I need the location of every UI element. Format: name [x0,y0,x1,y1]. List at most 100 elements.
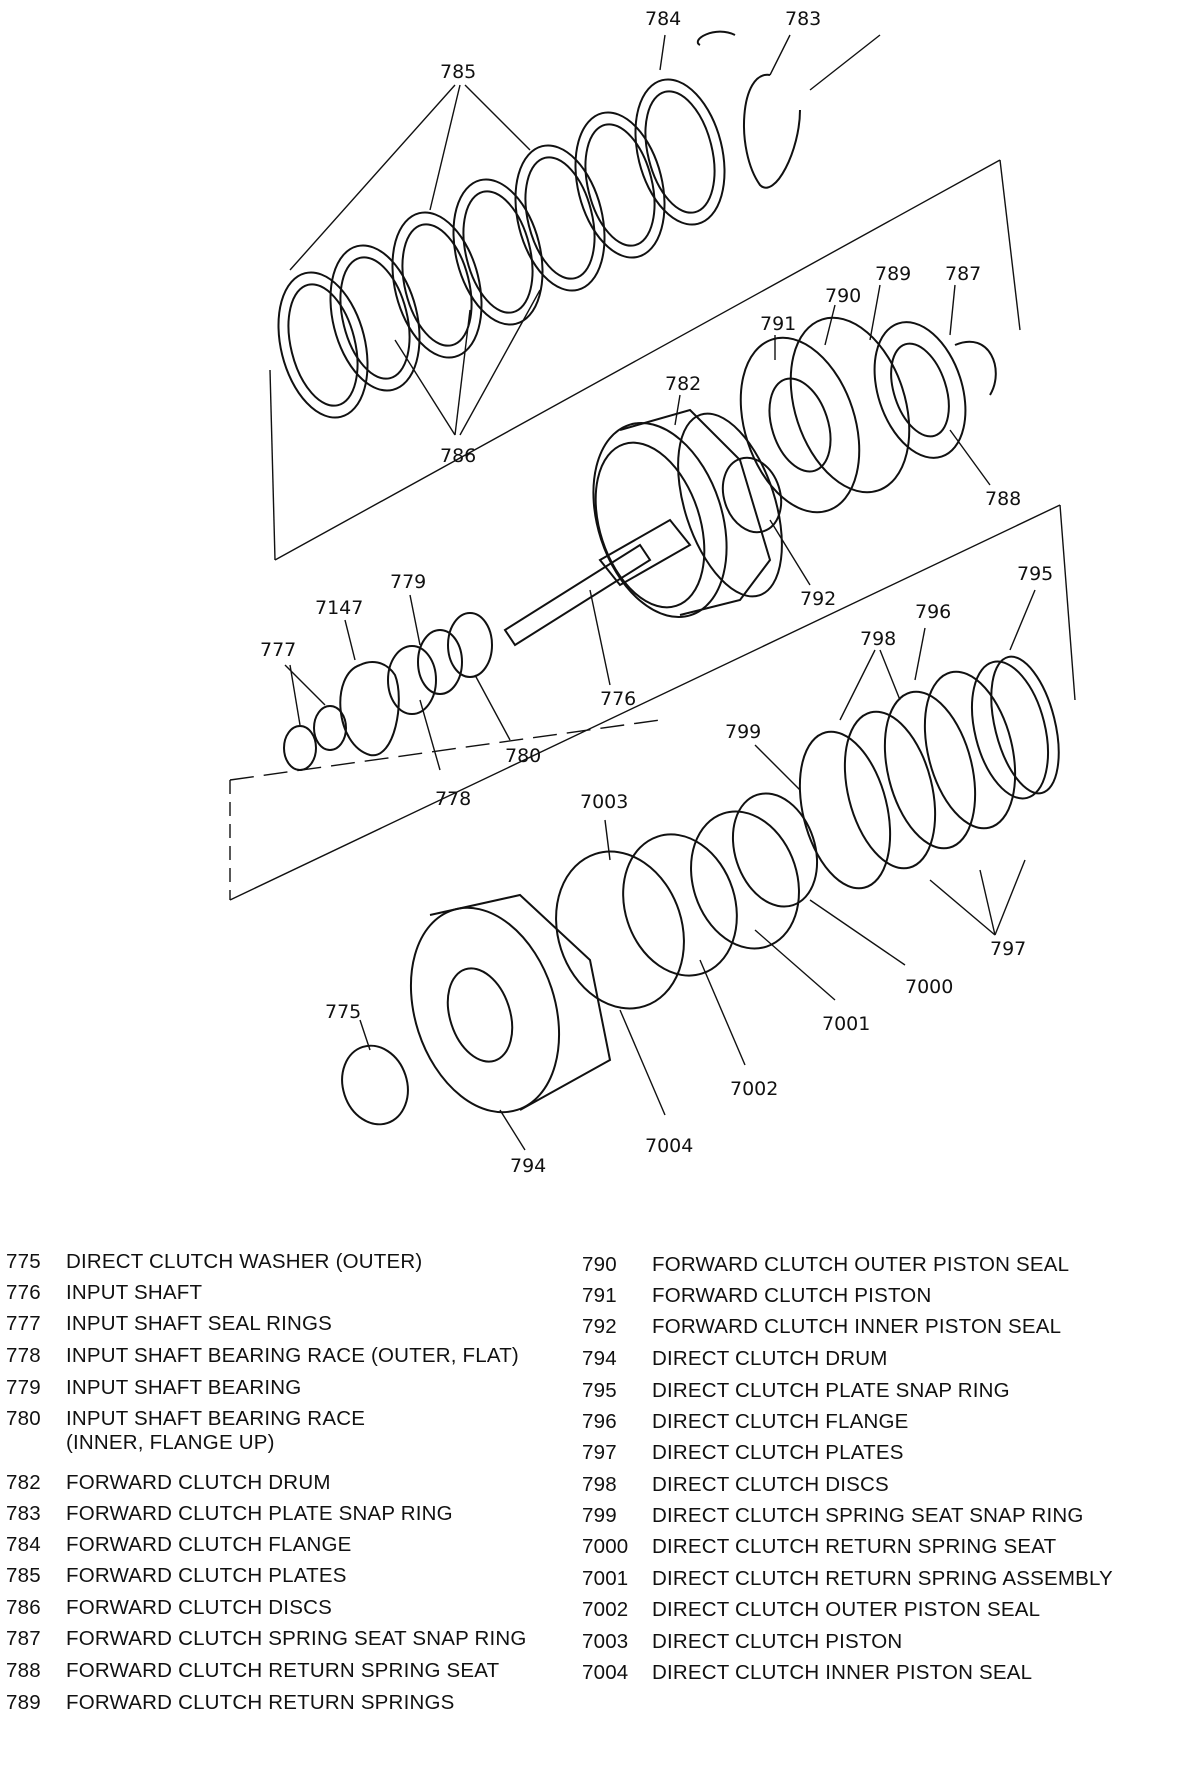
legend-part-number: 799 [582,1504,617,1527]
callout-779: 779 [390,571,426,593]
callout-789: 789 [875,263,911,285]
input-shaft [503,518,692,647]
callout-7001: 7001 [822,1013,870,1035]
callout-795: 795 [1017,563,1053,585]
legend-part-description: DIRECT CLUTCH PLATES [652,1441,904,1464]
exploded-view-diagram: 784 783 785 786 789 787 790 791 782 788 … [229,8,1076,1177]
legend-part-number: 7004 [582,1661,629,1684]
legend-part-description: DIRECT CLUTCH RETURN SPRING SEAT [652,1535,1057,1558]
legend-part-description: INPUT SHAFT BEARING RACE (OUTER, FLAT) [66,1344,519,1367]
direct-clutch-drum [341,893,612,1126]
callout-791: 791 [760,313,796,335]
legend-part-number: 782 [6,1471,41,1494]
legend-part-number: 780 [6,1407,41,1430]
legend-part-description: FORWARD CLUTCH DISCS [66,1596,332,1619]
legend-part-number: 7000 [582,1535,629,1558]
callout-790: 790 [825,285,861,307]
legend-part-number: 778 [6,1344,41,1367]
callout-7004: 7004 [645,1135,693,1157]
legend-part-description: FORWARD CLUTCH RETURN SPRING SEAT [66,1659,500,1682]
legend-part-number: 7001 [582,1567,629,1590]
callout-783: 783 [785,8,821,30]
legend-part-description: FORWARD CLUTCH DRUM [66,1471,331,1494]
callout-784: 784 [645,8,681,30]
legend-part-description: DIRECT CLUTCH PLATE SNAP RING [652,1379,1010,1402]
legend-part-description: INPUT SHAFT [66,1281,203,1304]
legend-part-description: DIRECT CLUTCH FLANGE [652,1410,909,1433]
legend-part-number: 777 [6,1312,41,1335]
callout-797: 797 [990,938,1026,960]
callout-776: 776 [600,688,636,710]
legend-part-description: DIRECT CLUTCH DISCS [652,1473,889,1496]
legend-part-number: 797 [582,1441,617,1464]
forward-clutch-drum [592,408,783,619]
direct-clutch-piston-and-seals [555,792,819,1010]
legend-part-description: FORWARD CLUTCH SPRING SEAT SNAP RING [66,1627,527,1650]
callout-775: 775 [325,1001,361,1023]
callout-799: 799 [725,721,761,743]
legend-part-number: 788 [6,1659,41,1682]
legend-part-number: 784 [6,1533,41,1556]
callout-787: 787 [945,263,981,285]
callout-7000: 7000 [905,976,953,998]
legend-part-description: DIRECT CLUTCH PISTON [652,1630,903,1653]
legend-part-description: FORWARD CLUTCH RETURN SPRINGS [66,1691,455,1714]
callout-788: 788 [985,488,1021,510]
legend-part-description: FORWARD CLUTCH OUTER PISTON SEAL [652,1253,1070,1276]
callout-7147: 7147 [315,597,363,619]
callout-792: 792 [800,588,836,610]
callout-777: 777 [260,639,296,661]
callout-785: 785 [440,61,476,83]
assembly-outline-lines [229,34,1076,901]
leader-lines [284,34,1036,1151]
legend-part-number: 792 [582,1315,617,1338]
callout-labels: 784 783 785 786 789 787 790 791 782 788 … [260,8,1053,1177]
legend-part-number: 798 [582,1473,617,1496]
legend-part-number: 790 [582,1253,617,1276]
callout-780: 780 [505,745,541,767]
legend-part-description: FORWARD CLUTCH PISTON [652,1284,932,1307]
legend-part-description: DIRECT CLUTCH SPRING SEAT SNAP RING [652,1504,1084,1527]
callout-7003: 7003 [580,791,628,813]
legend-part-number: 783 [6,1502,41,1525]
callout-786: 786 [440,445,476,467]
legend-part-description: FORWARD CLUTCH FLANGE [66,1533,352,1556]
legend-part-description: INPUT SHAFT BEARING RACE (INNER, FLANGE … [66,1407,366,1454]
legend-part-number: 794 [582,1347,617,1370]
legend-part-number: 796 [582,1410,617,1433]
callout-794: 794 [510,1155,546,1177]
legend-part-description: DIRECT CLUTCH DRUM [652,1347,888,1370]
legend-part-number: 795 [582,1379,617,1402]
legend-part-description: DIRECT CLUTCH WASHER (OUTER) [66,1250,423,1273]
forward-clutch-piston-assembly [721,316,997,534]
forward-clutch-plate-snap-ring [696,30,801,189]
legend-part-number: 775 [6,1250,41,1273]
legend-part-description: DIRECT CLUTCH OUTER PISTON SEAL [652,1598,1041,1621]
direct-clutch-plates-stack [798,655,1060,890]
legend-part-description: DIRECT CLUTCH INNER PISTON SEAL [652,1661,1033,1684]
legend-part-number: 779 [6,1376,41,1399]
legend-part-number: 776 [6,1281,41,1304]
callout-7002: 7002 [730,1078,778,1100]
legend-part-number: 789 [6,1691,41,1714]
legend-part-number: 7003 [582,1630,629,1653]
legend-part-description: FORWARD CLUTCH INNER PISTON SEAL [652,1315,1062,1338]
input-shaft-bearing-parts [283,612,493,771]
legend-part-number: 785 [6,1564,41,1587]
legend-part-description: INPUT SHAFT SEAL RINGS [66,1312,333,1335]
legend-part-number: 786 [6,1596,41,1619]
legend-part-description: DIRECT CLUTCH RETURN SPRING ASSEMBLY [652,1567,1113,1590]
legend-part-number: 791 [582,1284,617,1307]
callout-782: 782 [665,373,701,395]
legend-part-description: INPUT SHAFT BEARING [66,1376,302,1399]
callout-796: 796 [915,601,951,623]
forward-clutch-plates-stack [277,78,726,419]
callout-778: 778 [435,788,471,810]
legend-part-description: FORWARD CLUTCH PLATE SNAP RING [66,1502,453,1525]
legend-part-description: FORWARD CLUTCH PLATES [66,1564,347,1587]
callout-798: 798 [860,628,896,650]
legend-part-number: 7002 [582,1598,629,1621]
